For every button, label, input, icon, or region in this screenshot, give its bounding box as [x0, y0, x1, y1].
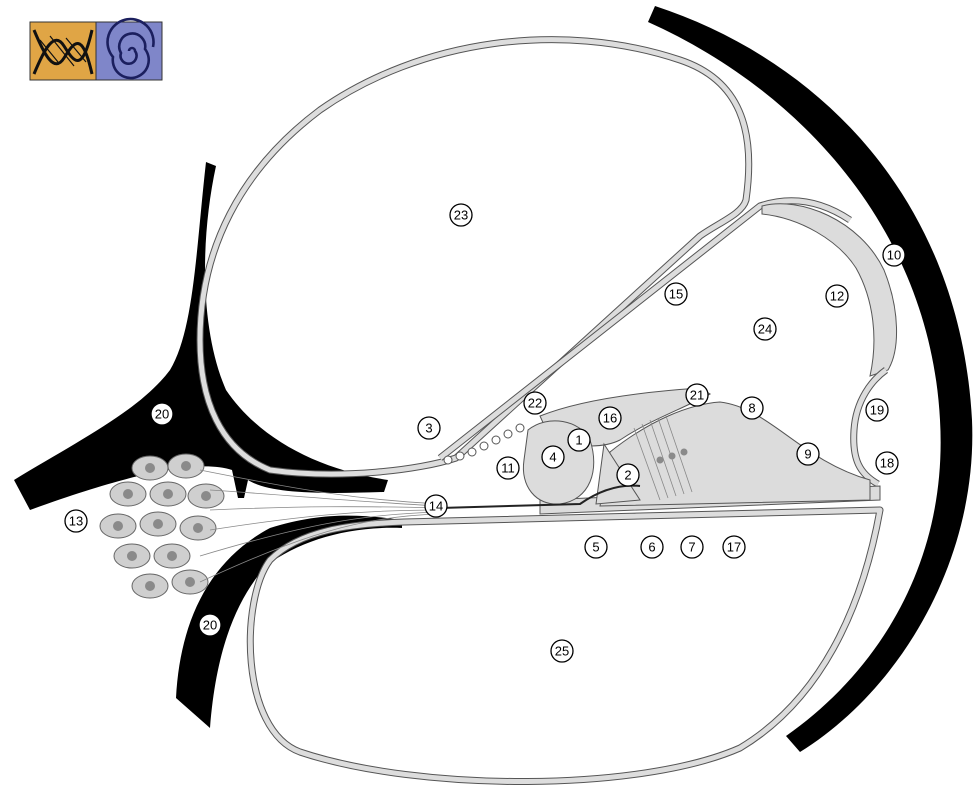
svg-text:15: 15	[669, 287, 683, 302]
svg-text:1: 1	[575, 433, 582, 448]
svg-text:11: 11	[501, 461, 515, 476]
svg-text:3: 3	[425, 421, 432, 436]
svg-text:10: 10	[887, 248, 901, 263]
svg-text:16: 16	[603, 411, 617, 426]
svg-text:20: 20	[155, 407, 169, 422]
label-22: 22	[524, 392, 546, 414]
label-5: 5	[585, 536, 607, 558]
label-24: 24	[754, 318, 776, 340]
svg-text:23: 23	[454, 208, 468, 223]
label-14: 14	[425, 495, 447, 517]
label-23: 23	[450, 204, 472, 226]
label-12: 12	[826, 285, 848, 307]
svg-text:5: 5	[592, 540, 599, 555]
label-20-upper: 20	[151, 403, 173, 425]
label-25: 25	[551, 640, 573, 662]
logo	[30, 19, 162, 80]
label-20-lower: 20	[199, 614, 221, 636]
svg-text:25: 25	[555, 644, 569, 659]
svg-text:7: 7	[688, 540, 695, 555]
label-2: 2	[617, 464, 639, 486]
double-helix-icon	[30, 22, 96, 80]
label-4: 4	[542, 446, 564, 468]
svg-text:17: 17	[727, 540, 741, 555]
svg-text:2: 2	[624, 468, 631, 483]
svg-text:12: 12	[830, 289, 844, 304]
label-11: 11	[497, 457, 519, 479]
label-13: 13	[65, 510, 87, 532]
svg-text:24: 24	[758, 322, 772, 337]
svg-text:13: 13	[69, 514, 83, 529]
label-21: 21	[686, 384, 708, 406]
svg-text:8: 8	[748, 401, 755, 416]
label-8: 8	[741, 397, 763, 419]
svg-text:21: 21	[690, 388, 704, 403]
svg-text:22: 22	[528, 396, 542, 411]
label-16: 16	[599, 407, 621, 429]
svg-text:14: 14	[429, 499, 443, 514]
label-1: 1	[568, 429, 590, 451]
label-15: 15	[665, 283, 687, 305]
label-17: 17	[723, 536, 745, 558]
spiral-cochlea-icon	[96, 19, 162, 80]
svg-text:20: 20	[203, 618, 217, 633]
label-6: 6	[641, 536, 663, 558]
label-18: 18	[876, 452, 898, 474]
label-10: 10	[883, 244, 905, 266]
label-9: 9	[797, 443, 819, 465]
label-3: 3	[418, 417, 440, 439]
svg-text:6: 6	[648, 540, 655, 555]
svg-text:18: 18	[880, 456, 894, 471]
svg-text:9: 9	[804, 447, 811, 462]
bony-wall-arc	[648, 6, 972, 752]
svg-text:4: 4	[549, 450, 556, 465]
label-19: 19	[866, 399, 888, 421]
svg-text:19: 19	[870, 403, 884, 418]
label-7: 7	[681, 536, 703, 558]
